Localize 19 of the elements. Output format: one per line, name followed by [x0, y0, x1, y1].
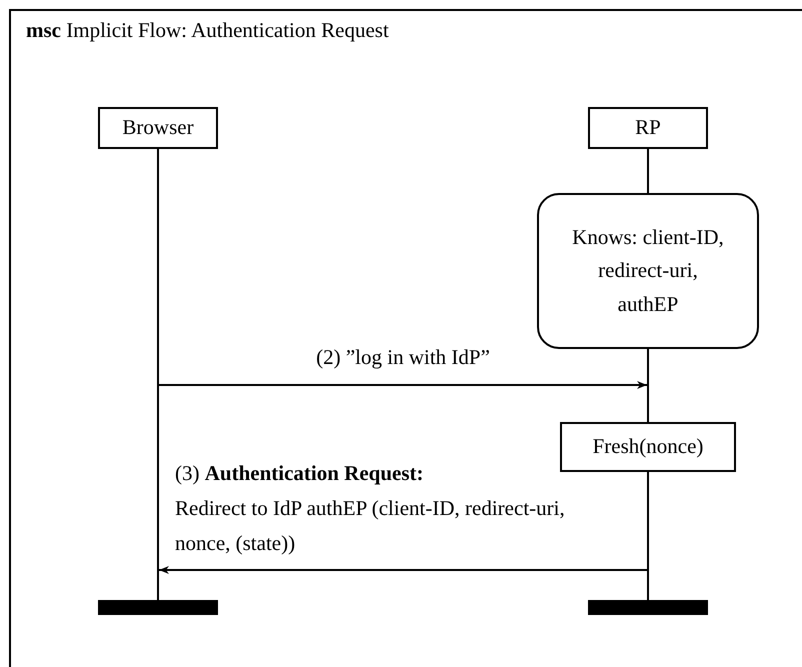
lifeline [647, 472, 649, 600]
message-label: (2) ”log in with IdP” [315, 344, 491, 371]
lifeline [157, 149, 159, 600]
instance-end-bar [588, 600, 708, 615]
node-label: Fresh(nonce) [592, 433, 704, 460]
lifeline [647, 149, 649, 193]
node-label: Knows: client-ID, redirect-uri, authEP [571, 224, 725, 318]
instance-head-box [98, 107, 218, 149]
node-label: RP [635, 114, 661, 142]
message-arrow [159, 381, 647, 389]
lifeline [647, 349, 649, 422]
message-arrow [159, 566, 647, 574]
instance-head-box [588, 107, 708, 149]
action-box [537, 193, 759, 349]
instance-end-bar [98, 600, 218, 615]
node-label: Browser [122, 114, 194, 142]
diagram-title: msc Implicit Flow: Authentication Request [26, 18, 389, 43]
message-label: (3) Authentication Request: Redirect to IdP authEP (client-ID, redirect-uri, nonce, (state)) [175, 460, 566, 557]
action-box [560, 422, 736, 472]
